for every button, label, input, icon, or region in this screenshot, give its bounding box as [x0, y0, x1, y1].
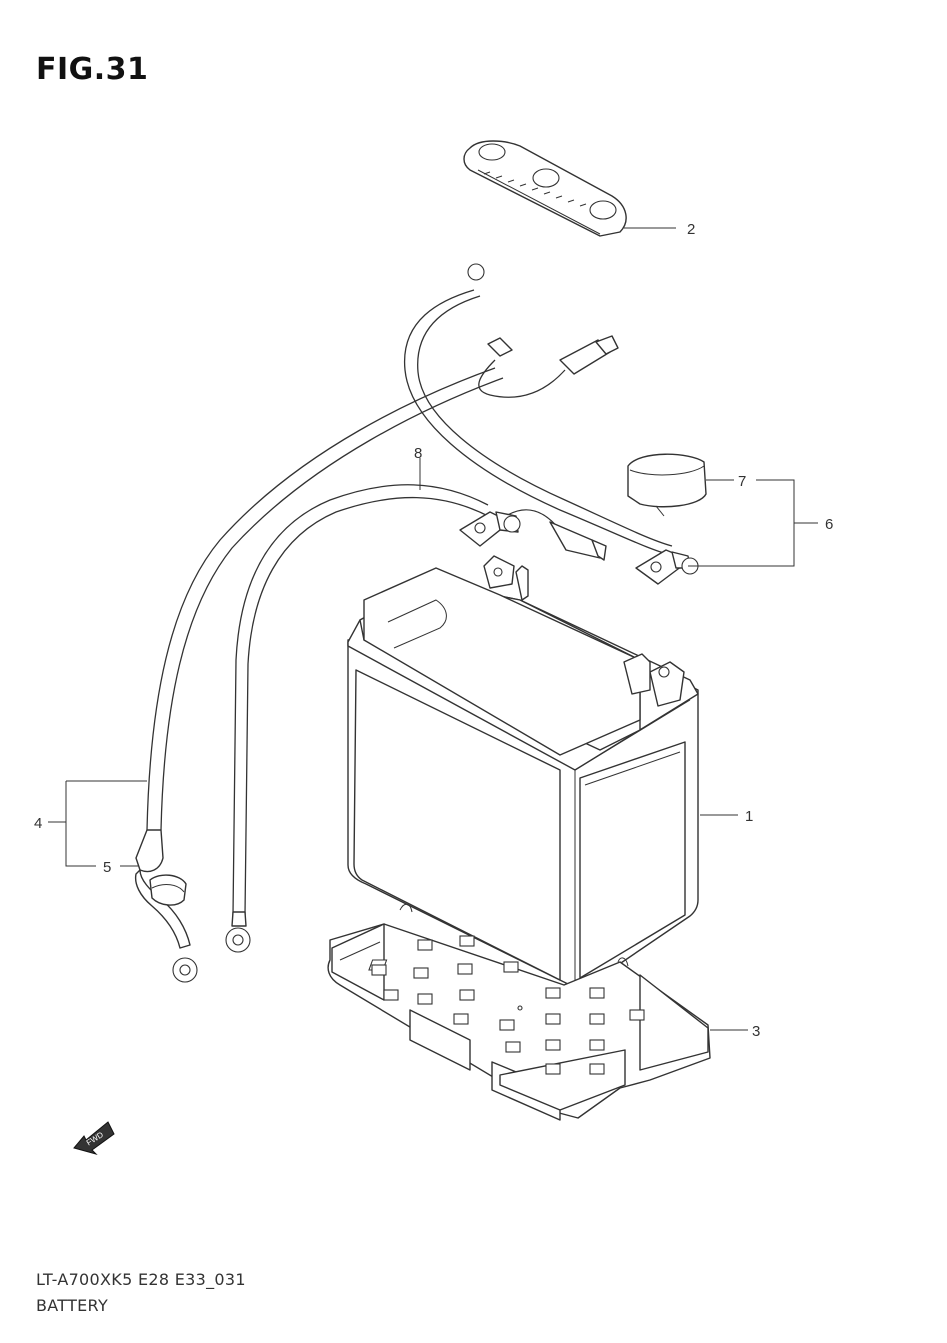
battery-cable-8: [225, 335, 619, 953]
callout-6: 6: [825, 516, 833, 533]
callout-4: 4: [34, 815, 42, 832]
battery-cable-long: [134, 263, 673, 983]
terminal-bolts: [459, 511, 699, 585]
leader-lines: [48, 227, 818, 1031]
figure-code: LT-A700XK5 E28 E33_031: [36, 1270, 246, 1289]
callout-7: 7: [738, 473, 746, 490]
callout-8: 8: [414, 445, 422, 462]
fwd-arrow-icon: FWD: [73, 1121, 115, 1155]
callout-3: 3: [752, 1023, 760, 1040]
callout-5: 5: [103, 859, 111, 876]
terminal-cover: [627, 453, 707, 517]
callout-2: 2: [687, 221, 695, 238]
battery-holder-strap: [463, 140, 627, 237]
figure-caption: BATTERY: [36, 1296, 109, 1315]
callout-1: 1: [745, 808, 753, 825]
battery: [347, 555, 699, 989]
figure-title: FIG.31: [36, 52, 149, 87]
battery-tray: [327, 903, 711, 1121]
cable-clamp: [149, 874, 187, 906]
